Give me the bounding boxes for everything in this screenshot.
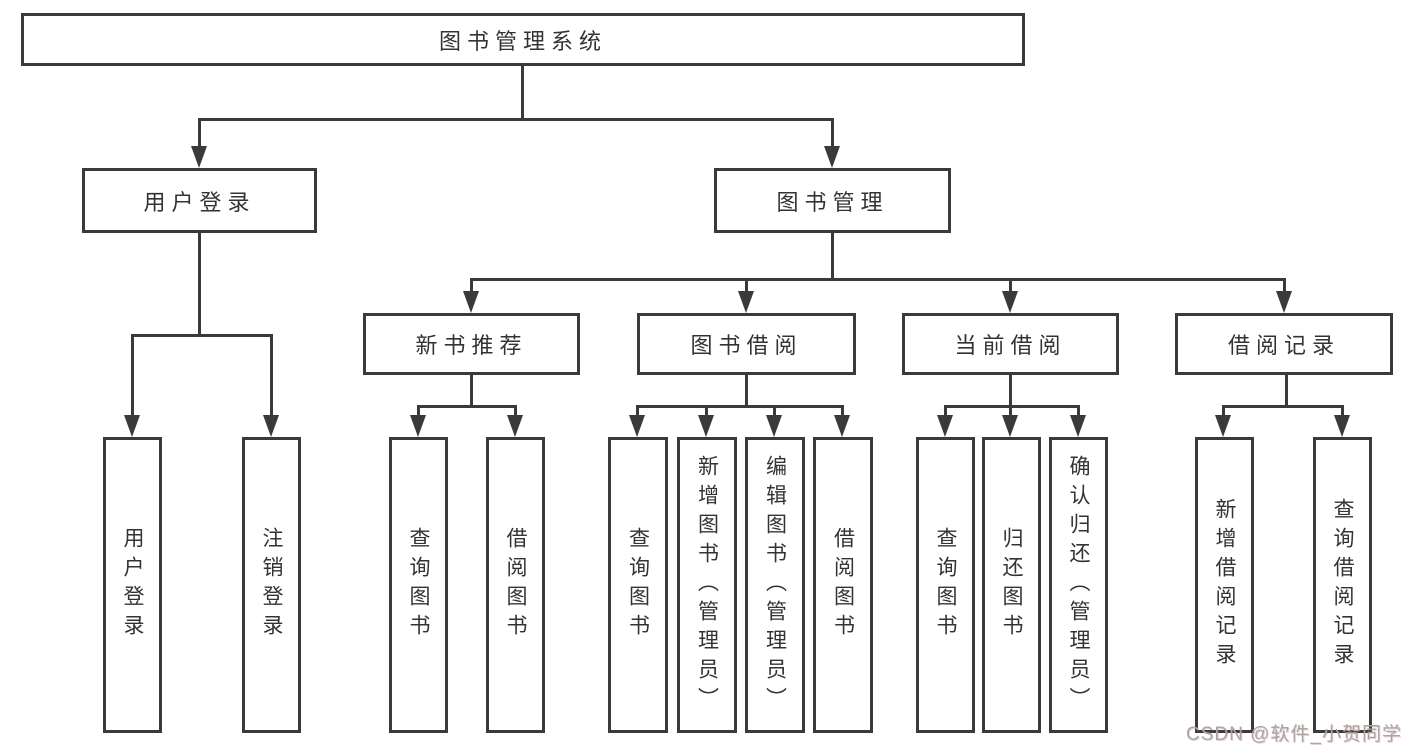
arrowhead-icon-book-management-to-level3 [1276, 291, 1292, 313]
connector-line-book-management-to-level3 [469, 277, 1286, 281]
connector-line-current-borrow-to-leaves [1008, 375, 1012, 408]
connector-line-current-borrow-to-leaves [943, 406, 947, 417]
connector-line-user-login-to-leaves [130, 335, 134, 417]
node-leaf-query-borrow-record: 查询借阅记录 [1313, 437, 1372, 733]
node-label-leaf-logout: 注销登录 [260, 527, 283, 643]
arrowhead-icon-user-login-to-leaves [263, 415, 279, 437]
connector-line-user-login-to-leaves [269, 335, 273, 417]
arrowhead-icon-current-borrow-to-leaves [937, 415, 953, 437]
node-new-book-recommend: 新书推荐 [363, 313, 580, 375]
node-leaf-borrow-books-recommend: 借阅图书 [486, 437, 545, 733]
connector-line-borrow-records-to-leaves [1221, 404, 1344, 408]
node-leaf-add-borrow-record: 新增借阅记录 [1195, 437, 1254, 733]
node-label-leaf-confirm-return-admin: 确认归还（管理员） [1067, 454, 1090, 716]
node-label-book-management: 图书管理 [776, 189, 889, 215]
node-leaf-edit-books-admin: 编辑图书（管理员） [745, 437, 805, 733]
arrowhead-icon-current-borrow-to-leaves [1002, 415, 1018, 437]
node-label-leaf-query-books-borrow: 查询图书 [626, 527, 650, 643]
node-leaf-return-books: 归还图书 [982, 437, 1041, 733]
arrowhead-icon-book-management-to-level3 [738, 291, 754, 313]
node-leaf-query-books-borrow: 查询图书 [608, 437, 668, 733]
node-label-leaf-user-login: 用户登录 [121, 527, 144, 643]
arrowhead-icon-root-to-level2 [824, 146, 840, 168]
connector-line-book-borrow-to-leaves [840, 406, 844, 417]
arrowhead-icon-root-to-level2 [191, 146, 207, 168]
node-label-leaf-add-books-admin: 新增图书（管理员） [695, 454, 719, 716]
node-label-leaf-query-books-current: 查询图书 [934, 527, 957, 643]
node-leaf-borrow-books-borrow: 借阅图书 [813, 437, 873, 733]
node-label-current-borrow: 当前借阅 [954, 333, 1067, 358]
node-label-user-login: 用户登录 [143, 189, 256, 215]
connector-line-new-book-recommend-to-leaves [416, 404, 517, 408]
node-leaf-query-books-current: 查询图书 [916, 437, 975, 733]
connector-line-borrow-records-to-leaves [1340, 406, 1344, 417]
arrowhead-icon-user-login-to-leaves [124, 415, 140, 437]
connector-line-book-management-to-level3 [1008, 279, 1012, 293]
node-book-borrow: 图书借阅 [637, 313, 856, 375]
node-leaf-add-books-admin: 新增图书（管理员） [677, 437, 737, 733]
node-label-leaf-borrow-books-borrow: 借阅图书 [831, 527, 855, 643]
node-label-leaf-query-books-recommend: 查询图书 [407, 527, 430, 643]
node-leaf-confirm-return-admin: 确认归还（管理员） [1049, 437, 1108, 733]
arrowhead-icon-book-borrow-to-leaves [766, 415, 782, 437]
arrowhead-icon-borrow-records-to-leaves [1334, 415, 1350, 437]
node-leaf-query-books-recommend: 查询图书 [389, 437, 448, 733]
connector-line-new-book-recommend-to-leaves [416, 406, 420, 417]
connector-line-current-borrow-to-leaves [1076, 406, 1080, 417]
connector-line-borrow-records-to-leaves [1284, 375, 1288, 408]
arrowhead-icon-book-management-to-level3 [1002, 291, 1018, 313]
node-label-leaf-query-borrow-record: 查询借阅记录 [1331, 498, 1354, 672]
arrowhead-icon-book-management-to-level3 [463, 291, 479, 313]
connector-line-user-login-to-leaves [197, 233, 201, 337]
node-label-leaf-return-books: 归还图书 [1000, 527, 1023, 643]
node-leaf-logout: 注销登录 [242, 437, 301, 733]
connector-line-current-borrow-to-leaves [943, 404, 1080, 408]
node-label-borrow-records: 借阅记录 [1227, 333, 1340, 358]
node-label-leaf-edit-books-admin: 编辑图书（管理员） [763, 454, 787, 716]
arrowhead-icon-book-borrow-to-leaves [698, 415, 714, 437]
connector-line-book-management-to-level3 [830, 233, 834, 281]
csdn-watermark: CSDN @软件_小贺同学 [1186, 724, 1402, 745]
connector-line-root-to-level2 [520, 66, 524, 121]
connector-line-root-to-level2 [830, 119, 834, 148]
connector-line-book-borrow-to-leaves [704, 406, 708, 417]
connector-line-book-borrow-to-leaves [744, 375, 748, 408]
connector-line-book-borrow-to-leaves [772, 406, 776, 417]
arrowhead-icon-borrow-records-to-leaves [1215, 415, 1231, 437]
connector-line-new-book-recommend-to-leaves [469, 375, 473, 408]
connector-line-book-management-to-level3 [1282, 279, 1286, 293]
connector-line-borrow-records-to-leaves [1221, 406, 1225, 417]
node-library-system: 图书管理系统 [21, 13, 1025, 66]
node-current-borrow: 当前借阅 [902, 313, 1119, 375]
arrowhead-icon-new-book-recommend-to-leaves [410, 415, 426, 437]
connector-line-book-management-to-level3 [469, 279, 473, 293]
arrowhead-icon-book-borrow-to-leaves [834, 415, 850, 437]
node-label-leaf-borrow-books-recommend: 借阅图书 [504, 527, 527, 643]
node-borrow-records: 借阅记录 [1175, 313, 1393, 375]
node-label-new-book-recommend: 新书推荐 [415, 333, 528, 358]
node-label-book-borrow: 图书借阅 [690, 333, 803, 358]
connector-line-new-book-recommend-to-leaves [513, 406, 517, 417]
node-leaf-user-login: 用户登录 [103, 437, 162, 733]
connector-line-book-borrow-to-leaves [635, 406, 639, 417]
node-book-management: 图书管理 [714, 168, 951, 233]
connector-line-current-borrow-to-leaves [1008, 406, 1012, 417]
node-label-library-system: 图书管理系统 [438, 28, 607, 54]
node-label-leaf-add-borrow-record: 新增借阅记录 [1213, 498, 1236, 672]
connector-line-root-to-level2 [197, 117, 834, 121]
connector-line-root-to-level2 [197, 119, 201, 148]
connector-line-user-login-to-leaves [130, 333, 273, 337]
connector-line-book-borrow-to-leaves [635, 404, 844, 408]
connector-line-book-management-to-level3 [744, 279, 748, 293]
arrowhead-icon-new-book-recommend-to-leaves [507, 415, 523, 437]
node-user-login: 用户登录 [82, 168, 317, 233]
arrowhead-icon-book-borrow-to-leaves [629, 415, 645, 437]
arrowhead-icon-current-borrow-to-leaves [1070, 415, 1086, 437]
